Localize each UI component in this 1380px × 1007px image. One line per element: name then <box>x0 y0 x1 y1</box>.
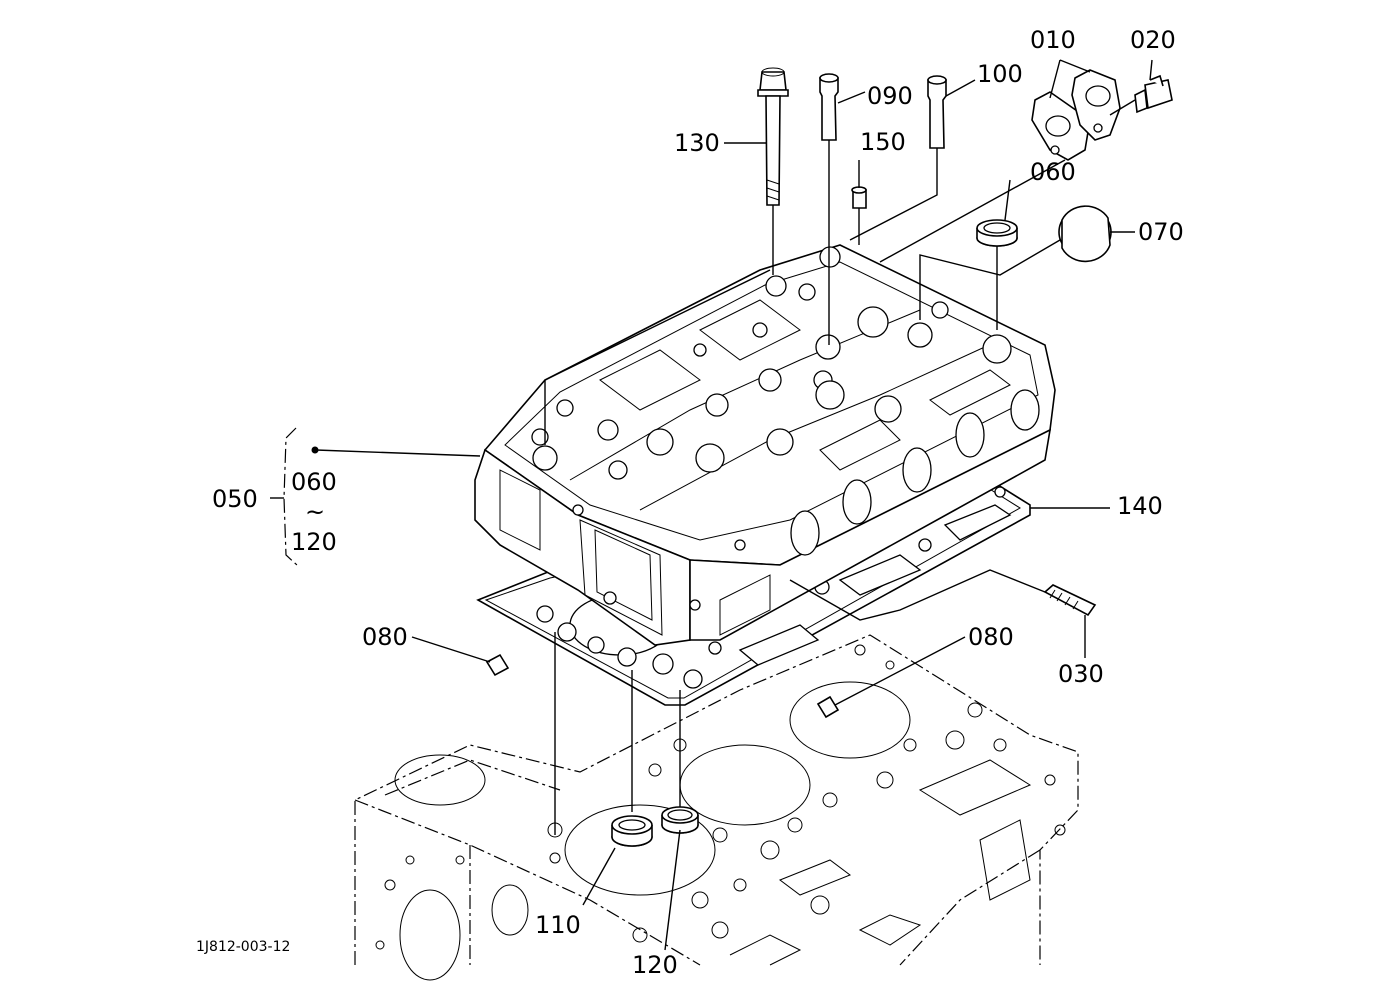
drawing-reference-code: 1J812-003-12 <box>196 939 290 955</box>
label-120: 120 <box>632 951 678 979</box>
sleeve-100 <box>927 75 947 149</box>
label-140: 140 <box>1117 492 1163 520</box>
label-070: 070 <box>1138 218 1184 246</box>
stud-030 <box>1043 584 1097 617</box>
ring-060 <box>976 219 1018 247</box>
leader-dot <box>311 446 319 454</box>
ring-120 <box>661 806 699 834</box>
label-120-range: 120 <box>291 528 337 556</box>
label-030: 030 <box>1058 660 1104 688</box>
dowel-080-left <box>485 653 510 677</box>
leader-lines <box>270 59 1153 951</box>
sleeve-090 <box>819 73 839 141</box>
label-020: 020 <box>1130 26 1176 54</box>
label-050: 050 <box>212 485 258 513</box>
label-130: 130 <box>674 129 720 157</box>
label-110: 110 <box>535 911 581 939</box>
label-060-range: 060 <box>291 468 337 496</box>
label-080-right: 080 <box>968 623 1014 651</box>
label-range-separator: ~ <box>305 498 325 526</box>
ring-110 <box>611 815 653 847</box>
head-bolt-130 <box>757 67 789 206</box>
flange-gaskets-010 <box>1031 69 1121 161</box>
cap-070 <box>1058 205 1112 263</box>
group-bracket-050 <box>283 427 299 567</box>
label-100: 100 <box>977 60 1023 88</box>
cylinder-head-050 <box>474 244 1056 646</box>
label-060: 060 <box>1030 158 1076 186</box>
label-080-left: 080 <box>362 623 408 651</box>
bolt-020 <box>1134 74 1173 114</box>
label-010: 010 <box>1030 26 1076 54</box>
engine-block-outline <box>354 634 1079 981</box>
label-090: 090 <box>867 82 913 110</box>
dowel-080-right <box>816 695 840 719</box>
label-150: 150 <box>860 128 906 156</box>
plug-150 <box>851 186 867 209</box>
